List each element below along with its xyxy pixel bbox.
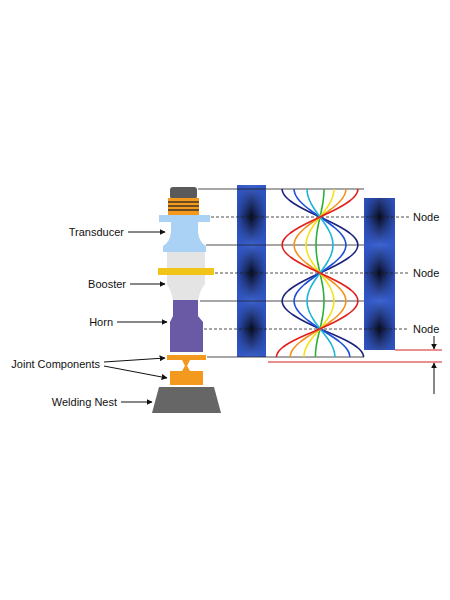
transducer-flange xyxy=(159,215,210,222)
stress-bar xyxy=(237,185,266,357)
part-label: Joint Components xyxy=(10,358,101,371)
amplitude-marker xyxy=(268,334,442,394)
stress-bar xyxy=(364,198,395,350)
booster-ring xyxy=(158,268,214,275)
transducer-cap xyxy=(170,187,197,199)
welding-nest xyxy=(152,387,221,413)
wave-curve xyxy=(282,189,364,357)
node-lines xyxy=(204,217,409,329)
booster-body xyxy=(167,275,205,300)
part-label: Horn xyxy=(88,316,114,329)
part-label: Welding Nest xyxy=(51,396,118,409)
part-label: Transducer xyxy=(68,226,125,239)
node-label: Node xyxy=(412,267,440,280)
node-label: Node xyxy=(412,211,440,224)
standing-wave xyxy=(276,189,363,357)
stress-bar-shade xyxy=(237,185,266,357)
transducer-coil xyxy=(168,198,199,215)
horn xyxy=(170,300,203,352)
coil-windings xyxy=(168,202,199,210)
booster-body xyxy=(167,252,205,268)
node-label: Node xyxy=(412,323,440,336)
part-label: Booster xyxy=(87,278,127,291)
wave-curve xyxy=(294,189,350,357)
joint-part-lower xyxy=(170,364,203,385)
wave-curve xyxy=(276,189,358,357)
stress-bar-shade xyxy=(364,198,395,350)
transducer-body xyxy=(163,222,206,252)
wave-curve xyxy=(290,189,346,357)
